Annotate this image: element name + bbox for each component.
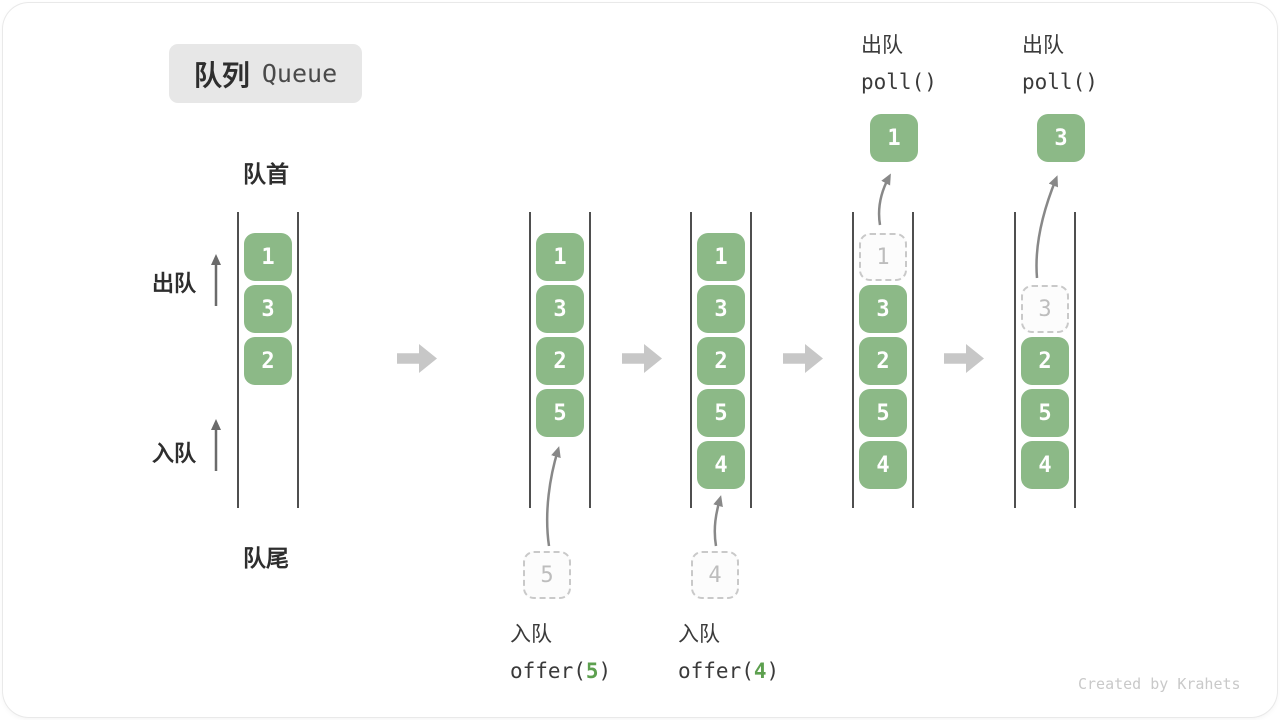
removed-element: 3	[1021, 285, 1069, 333]
queue-element: 3	[244, 285, 292, 333]
queue-element: 2	[536, 337, 584, 385]
offer-code-open: offer(	[678, 659, 754, 683]
poll-code-label: poll()	[1022, 70, 1098, 94]
queue-element: 4	[859, 441, 907, 489]
offer-code-close: )	[598, 659, 612, 683]
queue-element: 1	[536, 233, 584, 281]
queue-rear-label: 队尾	[243, 545, 289, 571]
offer-zh-label: 入队	[678, 623, 720, 646]
queue-element: 1	[697, 233, 745, 281]
queue-wall	[237, 212, 239, 508]
polled-element: 1	[870, 114, 918, 162]
offer-code-label: offer(4)	[678, 653, 779, 689]
queue-wall	[690, 212, 692, 508]
poll-operation-label: 出队 poll()	[861, 28, 937, 100]
queue-element: 2	[1021, 337, 1069, 385]
queue-element: 2	[859, 337, 907, 385]
queue-front-label: 队首	[243, 161, 289, 187]
offer-code-close: )	[766, 659, 780, 683]
offer-arg: 5	[585, 659, 599, 683]
queue-element: 5	[697, 389, 745, 437]
offer-operation-label: 入队 offer(5)	[510, 617, 611, 689]
poll-code-label: poll()	[861, 70, 937, 94]
queue-wall	[589, 212, 591, 508]
queue-wall	[1014, 212, 1016, 508]
queue-element: 3	[536, 285, 584, 333]
staging-element: 4	[691, 551, 739, 599]
queue-element: 5	[859, 389, 907, 437]
offer-code-label: offer(5)	[510, 653, 611, 689]
queue-element: 4	[697, 441, 745, 489]
offer-zh-label: 入队	[510, 623, 552, 646]
offer-code-open: offer(	[510, 659, 586, 683]
queue-wall	[297, 212, 299, 508]
queue-element: 3	[697, 285, 745, 333]
removed-element: 1	[859, 233, 907, 281]
queue-element: 2	[697, 337, 745, 385]
polled-element: 3	[1037, 114, 1085, 162]
queue-element: 5	[536, 389, 584, 437]
queue-element: 4	[1021, 441, 1069, 489]
poll-zh-label: 出队	[861, 34, 903, 57]
watermark: Created by Krahets	[1078, 675, 1241, 693]
queue-element: 2	[244, 337, 292, 385]
queue-wall	[529, 212, 531, 508]
dequeue-side-label: 出队	[152, 271, 197, 296]
queue-wall	[912, 212, 914, 508]
staging-element: 5	[523, 551, 571, 599]
poll-operation-label: 出队 poll()	[1022, 28, 1098, 100]
queue-wall	[750, 212, 752, 508]
queue-element: 5	[1021, 389, 1069, 437]
queue-element: 3	[859, 285, 907, 333]
title-zh: 队列	[193, 59, 250, 91]
title-badge: 队列 Queue	[169, 44, 362, 103]
enqueue-side-label: 入队	[152, 441, 197, 466]
queue-wall	[852, 212, 854, 508]
poll-zh-label: 出队	[1022, 34, 1064, 57]
offer-arg: 4	[753, 659, 767, 683]
queue-wall	[1074, 212, 1076, 508]
offer-operation-label: 入队 offer(4)	[678, 617, 779, 689]
title-en: Queue	[261, 59, 338, 88]
queue-element: 1	[244, 233, 292, 281]
